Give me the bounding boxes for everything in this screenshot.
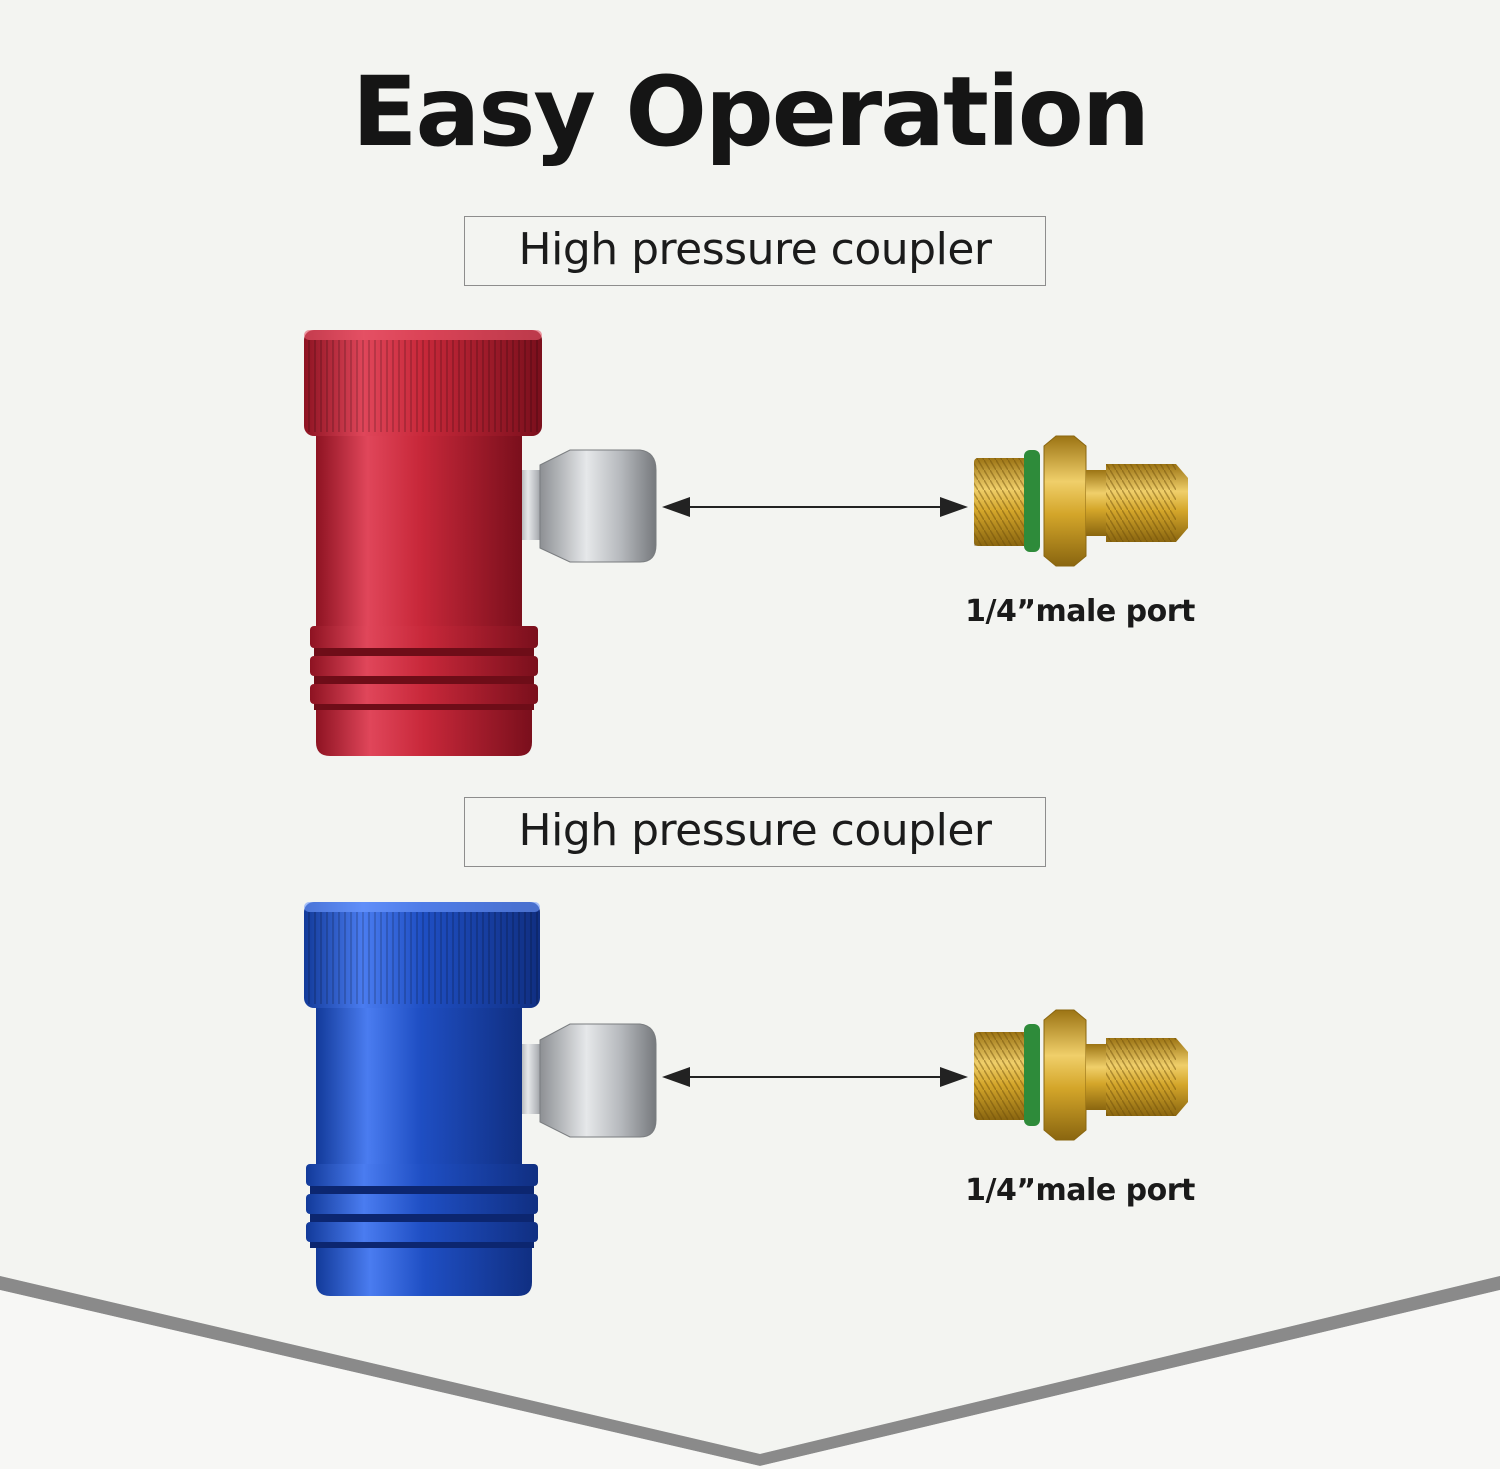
port-label-top: 1/4”male port (965, 594, 1195, 629)
red-coupler-icon (304, 330, 657, 756)
port-label-bottom: 1/4”male port (965, 1173, 1195, 1208)
brass-fitting-icon (974, 1009, 1188, 1141)
page-title: Easy Operation (351, 56, 1150, 168)
section-label-bottom: High pressure coupler (464, 797, 1046, 867)
brass-fitting-icon (974, 435, 1188, 567)
section-label-top: High pressure coupler (464, 216, 1046, 286)
blue-coupler-icon (304, 902, 657, 1296)
